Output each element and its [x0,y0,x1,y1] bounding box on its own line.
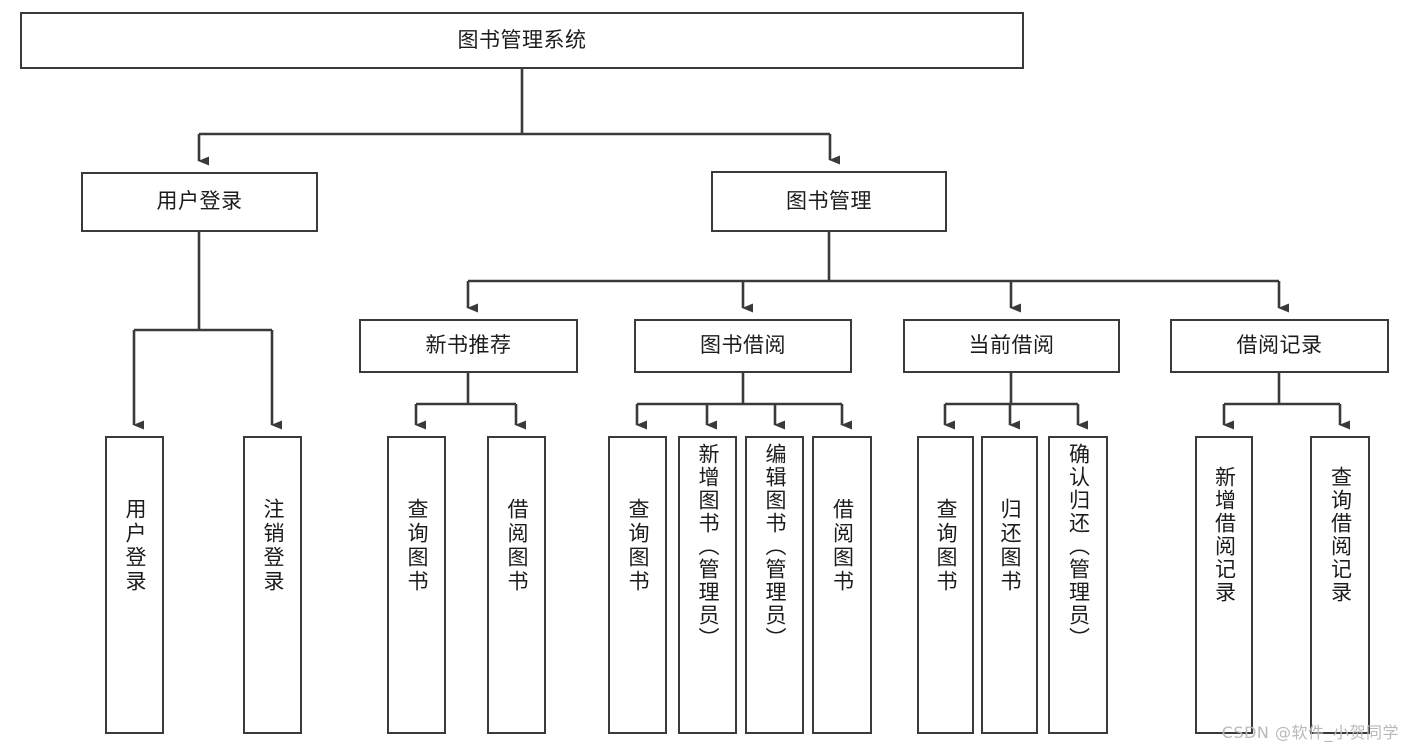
leaf-user-login-label: 用户登录 [123,498,147,594]
leaf-borrow-book-rec[interactable]: 借阅图书 [487,436,546,734]
leaf-query-book-current-label: 查询图书 [934,498,958,594]
node-book-borrow[interactable]: 图书借阅 [634,319,852,373]
leaf-query-book-rec[interactable]: 查询图书 [387,436,446,734]
leaf-borrow-book-label: 借阅图书 [830,498,855,594]
leaf-query-book-current[interactable]: 查询图书 [917,436,974,734]
leaf-logout-label: 注销登录 [261,498,285,594]
leaf-query-record-label: 查询借阅记录 [1328,466,1353,604]
node-borrow-record-label: 借阅记录 [1236,333,1323,358]
node-root[interactable]: 图书管理系统 [20,12,1024,69]
leaf-user-login[interactable]: 用户登录 [105,436,164,734]
watermark: CSDN @软件_小贺同学 [1221,723,1399,742]
node-new-book-rec[interactable]: 新书推荐 [359,319,578,373]
node-root-label: 图书管理系统 [457,27,587,52]
leaf-edit-book[interactable]: 编辑图书（管理员） [745,436,804,734]
leaf-query-book-rec-label: 查询图书 [405,498,429,594]
node-current-borrow[interactable]: 当前借阅 [903,319,1120,373]
leaf-query-book-borrow[interactable]: 查询图书 [608,436,667,734]
node-current-borrow-label: 当前借阅 [968,333,1055,358]
leaf-borrow-book-rec-label: 借阅图书 [505,498,529,594]
node-book-manage[interactable]: 图书管理 [711,171,947,232]
leaf-add-book[interactable]: 新增图书（管理员） [678,436,737,734]
leaf-edit-book-label: 编辑图书（管理员） [763,443,787,650]
node-book-manage-label: 图书管理 [786,188,872,213]
node-user-login[interactable]: 用户登录 [81,172,318,232]
leaf-add-record-label: 新增借阅记录 [1212,466,1237,604]
leaf-logout[interactable]: 注销登录 [243,436,302,734]
node-book-borrow-label: 图书借阅 [700,333,786,358]
leaf-confirm-return[interactable]: 确认归还（管理员） [1048,436,1108,734]
leaf-add-record[interactable]: 新增借阅记录 [1195,436,1253,734]
leaf-query-book-borrow-label: 查询图书 [626,498,650,594]
leaf-query-record[interactable]: 查询借阅记录 [1310,436,1370,734]
node-new-book-rec-label: 新书推荐 [425,333,512,358]
leaf-return-book-label: 归还图书 [998,498,1022,594]
leaf-return-book[interactable]: 归还图书 [981,436,1038,734]
node-borrow-record[interactable]: 借阅记录 [1170,319,1389,373]
node-user-login-label: 用户登录 [156,189,243,214]
leaf-add-book-label: 新增图书（管理员） [696,443,720,650]
leaf-confirm-return-label: 确认归还（管理员） [1066,443,1091,650]
leaf-borrow-book[interactable]: 借阅图书 [812,436,872,734]
